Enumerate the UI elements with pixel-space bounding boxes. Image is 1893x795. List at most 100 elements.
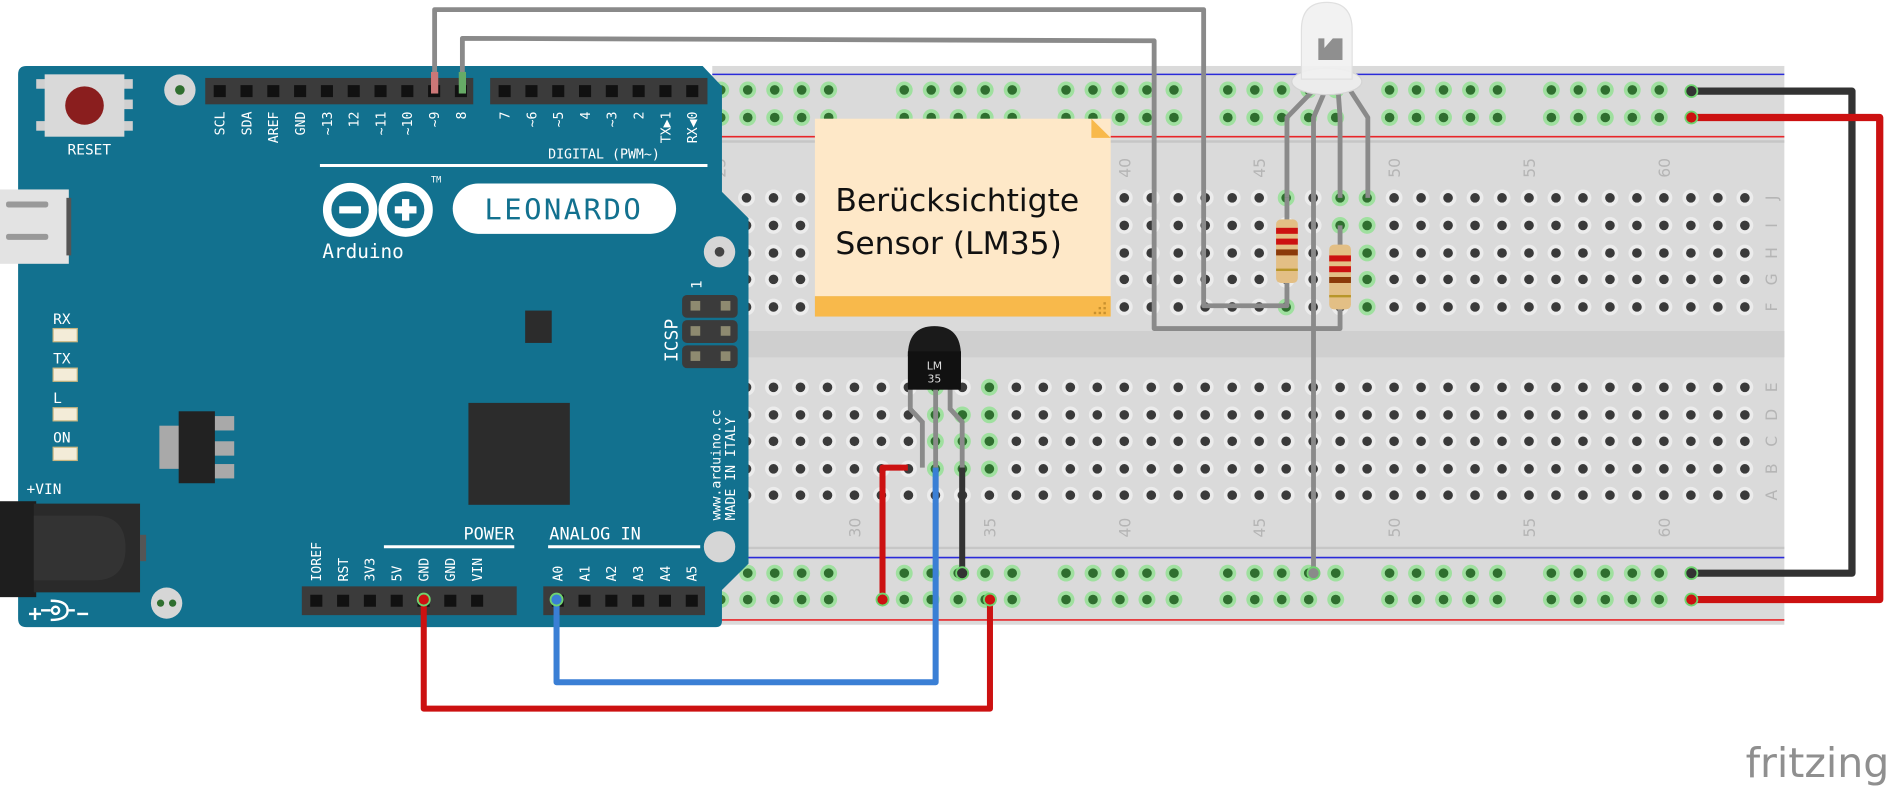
breadboard-hole[interactable] [1709,432,1727,450]
rail-hole[interactable] [1003,591,1021,608]
breadboard-hole[interactable] [1412,270,1430,288]
rail-hole[interactable] [895,81,913,99]
header-pin[interactable] [552,85,565,98]
breadboard-hole[interactable] [1466,486,1484,504]
breadboard-hole[interactable] [1169,378,1187,396]
breadboard-hole[interactable] [1142,189,1160,207]
breadboard-hole[interactable] [845,486,863,504]
header-pin[interactable] [267,85,280,98]
header-pin[interactable] [213,85,226,98]
breadboard-hole[interactable] [1385,298,1403,316]
rail-hole[interactable] [1489,81,1506,99]
rail-hole[interactable] [1219,109,1237,126]
breadboard-hole[interactable] [1061,432,1079,450]
breadboard-hole[interactable] [792,460,809,478]
breadboard-hole[interactable] [1331,378,1349,396]
breadboard-hole[interactable] [1520,217,1538,234]
breadboard-hole[interactable] [1547,378,1565,396]
rail-hole[interactable] [1111,564,1129,582]
header-pin[interactable] [578,594,591,607]
breadboard-hole[interactable] [792,486,809,504]
header-pin[interactable] [525,85,538,98]
rail-hole[interactable] [1435,109,1452,126]
breadboard-hole[interactable] [1061,406,1079,424]
rail-hole[interactable] [1219,591,1237,608]
wire-endpoint[interactable] [875,592,890,607]
rail-hole[interactable] [1138,81,1156,99]
resistor[interactable] [1276,197,1298,283]
breadboard-hole[interactable] [1358,432,1376,450]
breadboard-hole[interactable] [1439,486,1457,504]
header-pin[interactable] [390,594,403,607]
wire-endpoint[interactable] [1684,592,1699,607]
rail-hole[interactable] [793,591,811,608]
breadboard-hole[interactable] [1169,406,1187,424]
breadboard-hole[interactable] [1601,189,1619,207]
rail-hole[interactable] [1462,81,1479,99]
breadboard-hole[interactable] [1358,460,1376,478]
rail-hole[interactable] [820,564,838,582]
rail-hole[interactable] [1435,81,1452,99]
breadboard-hole[interactable] [1520,432,1538,450]
breadboard-hole[interactable] [1088,406,1106,424]
breadboard-hole[interactable] [1547,244,1565,262]
header-pin[interactable] [310,594,323,607]
breadboard-hole[interactable] [1682,298,1700,316]
header-pin[interactable] [658,594,672,607]
breadboard-hole[interactable] [1601,378,1619,396]
breadboard-hole[interactable] [765,378,782,396]
rail-hole[interactable] [1381,591,1399,608]
breadboard-hole[interactable] [1223,486,1241,504]
rail-hole[interactable] [793,81,811,99]
breadboard-hole[interactable] [1277,406,1295,424]
header-pin[interactable] [444,594,457,607]
header-pin[interactable] [605,594,618,607]
breadboard-hole[interactable] [1115,189,1133,207]
rail-hole[interactable] [1408,109,1426,126]
breadboard-hole[interactable] [1223,189,1241,207]
reset-button[interactable] [36,74,133,137]
breadboard-hole[interactable] [1439,406,1457,424]
wire-5v-power[interactable] [420,599,993,712]
note-resize-handle[interactable] [1093,302,1106,315]
rail-hole[interactable] [1650,591,1668,608]
breadboard-hole[interactable] [1250,270,1268,288]
breadboard-hole[interactable] [1223,270,1241,288]
breadboard-hole[interactable] [1655,460,1673,478]
breadboard-hole[interactable] [1466,406,1484,424]
breadboard-hole[interactable] [1547,432,1565,450]
breadboard-hole[interactable] [1142,270,1160,288]
rail-hole[interactable] [1435,591,1452,608]
header-pin[interactable] [374,85,387,98]
header-pin[interactable] [337,594,350,607]
breadboard-hole[interactable] [1628,378,1646,396]
breadboard-hole[interactable] [1709,406,1727,424]
breadboard-hole[interactable] [980,460,998,478]
rail-hole[interactable] [1273,81,1291,99]
breadboard-hole[interactable] [1088,378,1106,396]
breadboard-hole[interactable] [845,432,863,450]
breadboard-hole[interactable] [1520,378,1538,396]
breadboard-hole[interactable] [1115,217,1133,234]
breadboard-hole[interactable] [1142,298,1160,316]
breadboard-hole[interactable] [1547,270,1565,288]
rail-hole[interactable] [1623,81,1641,99]
breadboard-hole[interactable] [1628,298,1646,316]
breadboard-hole[interactable] [1574,486,1592,504]
wire-endpoint[interactable] [983,592,997,607]
header-pin[interactable] [605,85,618,98]
breadboard-hole[interactable] [1034,460,1052,478]
breadboard-hole[interactable] [872,432,890,450]
breadboard-hole[interactable] [1250,244,1268,262]
breadboard-hole[interactable] [1331,486,1349,504]
breadboard-hole[interactable] [1277,460,1295,478]
header-pin[interactable] [294,85,307,98]
rail-hole[interactable] [895,564,913,582]
breadboard-hole[interactable] [1358,406,1376,424]
wire-rail-gnd-bridge[interactable] [1691,87,1856,577]
breadboard-hole[interactable] [1007,378,1025,396]
breadboard-hole[interactable] [1034,486,1052,504]
breadboard-hole[interactable] [1709,217,1727,234]
breadboard-hole[interactable] [1277,486,1295,504]
rail-hole[interactable] [1489,591,1506,608]
